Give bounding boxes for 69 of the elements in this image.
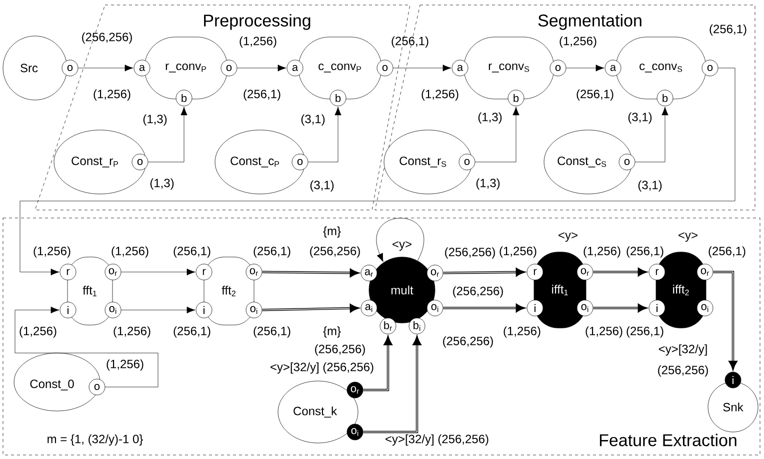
arrow — [237, 64, 286, 72]
rate-label: (1,256) — [34, 246, 70, 258]
arrow — [475, 106, 520, 162]
note-label: (256,1) — [626, 326, 664, 338]
rate-label: (1,256) — [114, 326, 150, 338]
rate-label: (256,1) — [708, 246, 746, 258]
rate-label: (256,256) — [453, 286, 503, 298]
arrow — [442, 304, 524, 312]
arrow — [635, 106, 668, 162]
rate-label: (3,1) — [301, 114, 325, 126]
rate-label: (1,3) — [478, 112, 502, 124]
arrow — [592, 304, 646, 312]
note-label: (1,256) — [586, 326, 622, 338]
arrow — [393, 64, 452, 72]
rate-label: (1,256) — [560, 36, 596, 48]
rate-label: (256,256) — [443, 336, 493, 348]
rate-label: <y>[32/y] (256,256) — [386, 434, 488, 446]
rate-label: (1,256) — [112, 246, 148, 258]
rate-label: (256,1) — [254, 326, 290, 338]
rate-label: (256,1) — [174, 246, 210, 258]
note-label: (1,256) — [504, 326, 540, 338]
rate-label: (1,256) — [584, 246, 620, 258]
rate-label: (256,1) — [254, 246, 290, 258]
rate-label: (256,256) — [82, 32, 132, 44]
rate-label: <y>[32/y] — [658, 344, 707, 356]
rate-label: (256,256) — [315, 344, 365, 356]
rate-label: (1,256) — [240, 36, 276, 48]
arrow — [148, 106, 188, 162]
rate-label: <y>[32/y] (256,256) — [270, 362, 374, 374]
rate-label: <y> — [678, 232, 698, 242]
rate-label: {m} — [323, 226, 341, 238]
arrow — [376, 218, 424, 262]
arrow — [362, 336, 421, 434]
arrow — [121, 306, 196, 314]
note-label: (1,3) — [143, 114, 167, 126]
note-label: (1,256) — [422, 89, 458, 101]
rate-label: (1,256) — [500, 246, 536, 258]
note-label: m = {1, (32/y)-1 0} — [48, 434, 143, 446]
edge-label: <y> — [392, 240, 412, 252]
arrow — [712, 270, 737, 370]
arrow — [308, 106, 342, 162]
rate-label: (3,1) — [628, 112, 652, 124]
note-label: (256,1) — [576, 89, 614, 101]
rate-label: (1,3) — [150, 178, 174, 190]
rate-label: (256,256) — [445, 247, 495, 259]
rate-label: (3,1) — [310, 180, 334, 192]
arrow — [20, 68, 736, 276]
arrow — [14, 306, 158, 388]
arrow — [566, 64, 604, 72]
arrow — [362, 336, 392, 392]
rate-label: (1,256) — [106, 359, 144, 371]
rate-label: (1,256) — [20, 326, 56, 338]
rate-label: (256,256) — [658, 365, 708, 377]
rate-label: (256,1) — [392, 36, 428, 48]
rate-label: {m} — [323, 326, 341, 338]
arrow — [262, 268, 358, 277]
arrow — [78, 64, 134, 72]
rate-label: (3,1) — [638, 180, 662, 192]
note-label: (256,1) — [710, 24, 746, 36]
rate-label: (256,1) — [244, 89, 280, 101]
arrow — [121, 268, 196, 276]
rate-label: <y> — [558, 232, 578, 242]
arrow — [262, 304, 358, 312]
rate-label: (1,3) — [476, 178, 500, 190]
arrow — [592, 268, 646, 276]
rate-label: (256,1) — [174, 326, 210, 338]
rate-label: (1,256) — [94, 89, 130, 101]
arrow — [442, 268, 524, 276]
rate-label: (256,256) — [310, 246, 360, 258]
